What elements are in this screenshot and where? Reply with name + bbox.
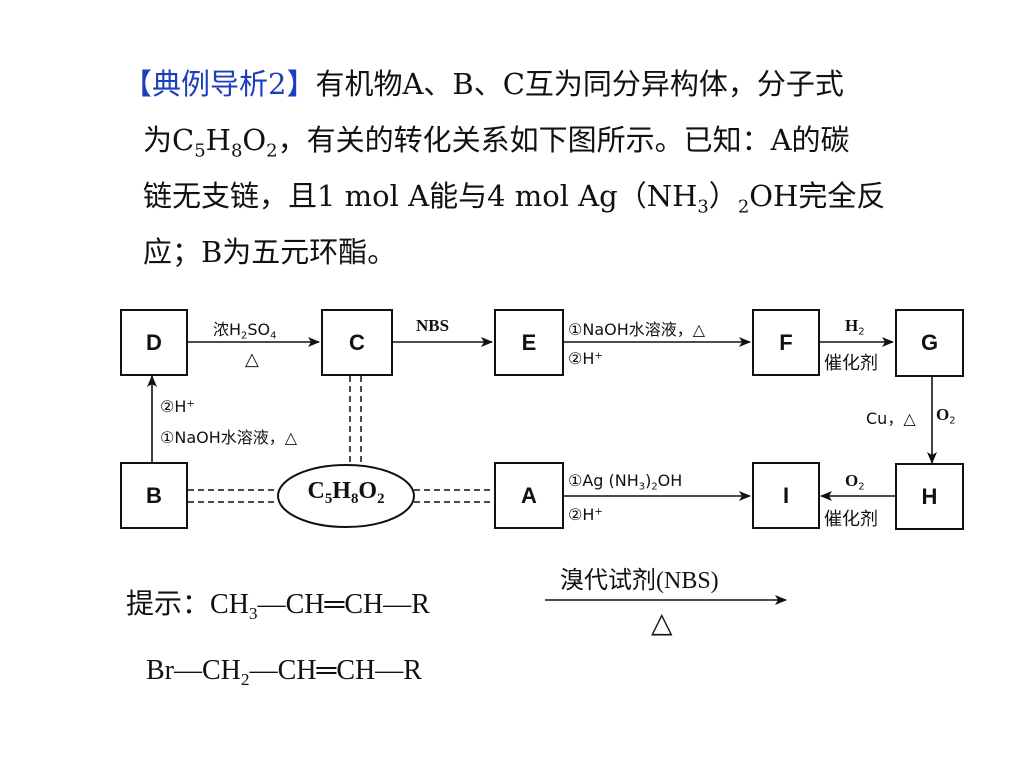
node-b: B xyxy=(120,462,188,529)
label-d-c-heat: △ xyxy=(245,349,259,370)
label-b-d-step1: ①NaOH水溶液，△ xyxy=(160,428,298,447)
hint-line-1: 提示：CH3—CH═CH—R xyxy=(126,589,430,624)
center-formula: C5H8O2 xyxy=(307,478,385,508)
label-e-f-step2: ②H+ xyxy=(568,349,603,368)
node-f: F xyxy=(752,309,820,376)
node-i: I xyxy=(752,462,820,529)
label-g-h-catalyst: Cu，△ xyxy=(866,409,916,428)
label-c-e-reagent: NBS xyxy=(416,316,450,335)
example-tag: 【典例导析2】 xyxy=(123,67,316,101)
problem-line-2: 为C5H8O2，有关的转化关系如下图所示。已知：A的碳 xyxy=(143,123,850,162)
label-f-g-catalyst: 催化剂 xyxy=(824,353,878,374)
label-a-i-step1: ①Ag (NH3)2OH xyxy=(568,471,683,493)
label-f-g-reagent: H2 xyxy=(845,316,865,338)
label-b-d-step2: ②H+ xyxy=(160,397,195,416)
label-d-c-reagent: 浓H2SO4 xyxy=(213,320,277,342)
node-h: H xyxy=(895,463,964,530)
problem-statement: 【典例导析2】有机物A、B、C互为同分异构体，分子式 为C5H8O2，有关的转化… xyxy=(123,56,953,280)
node-g: G xyxy=(895,309,964,377)
hint-line-2: Br—CH2—CH═CH—R xyxy=(146,655,422,690)
node-c: C xyxy=(321,309,393,376)
problem-line-3: 链无支链，且1 mol A能与4 mol Ag（NH3）2OH完全反 xyxy=(143,179,886,218)
label-a-i-step2: ②H+ xyxy=(568,505,603,524)
problem-line-4: 应；B为五元环酯。 xyxy=(143,235,397,269)
hint-arrow-bottom: △ xyxy=(651,608,673,639)
label-g-h-oxygen: O2 xyxy=(936,405,956,427)
molecular-formula-ellipse xyxy=(277,464,415,528)
hint-arrow-top: 溴代试剂(NBS) xyxy=(560,568,719,594)
node-d: D xyxy=(120,309,188,376)
node-e: E xyxy=(494,309,564,376)
hint-prefix: 提示： xyxy=(126,589,211,620)
label-e-f-step1: ①NaOH水溶液，△ xyxy=(568,320,706,339)
label-h-i-oxygen: O2 xyxy=(845,471,865,493)
node-a: A xyxy=(494,462,564,529)
problem-line-1: 【典例导析2】有机物A、B、C互为同分异构体，分子式 xyxy=(123,67,844,101)
label-h-i-catalyst: 催化剂 xyxy=(824,509,878,530)
